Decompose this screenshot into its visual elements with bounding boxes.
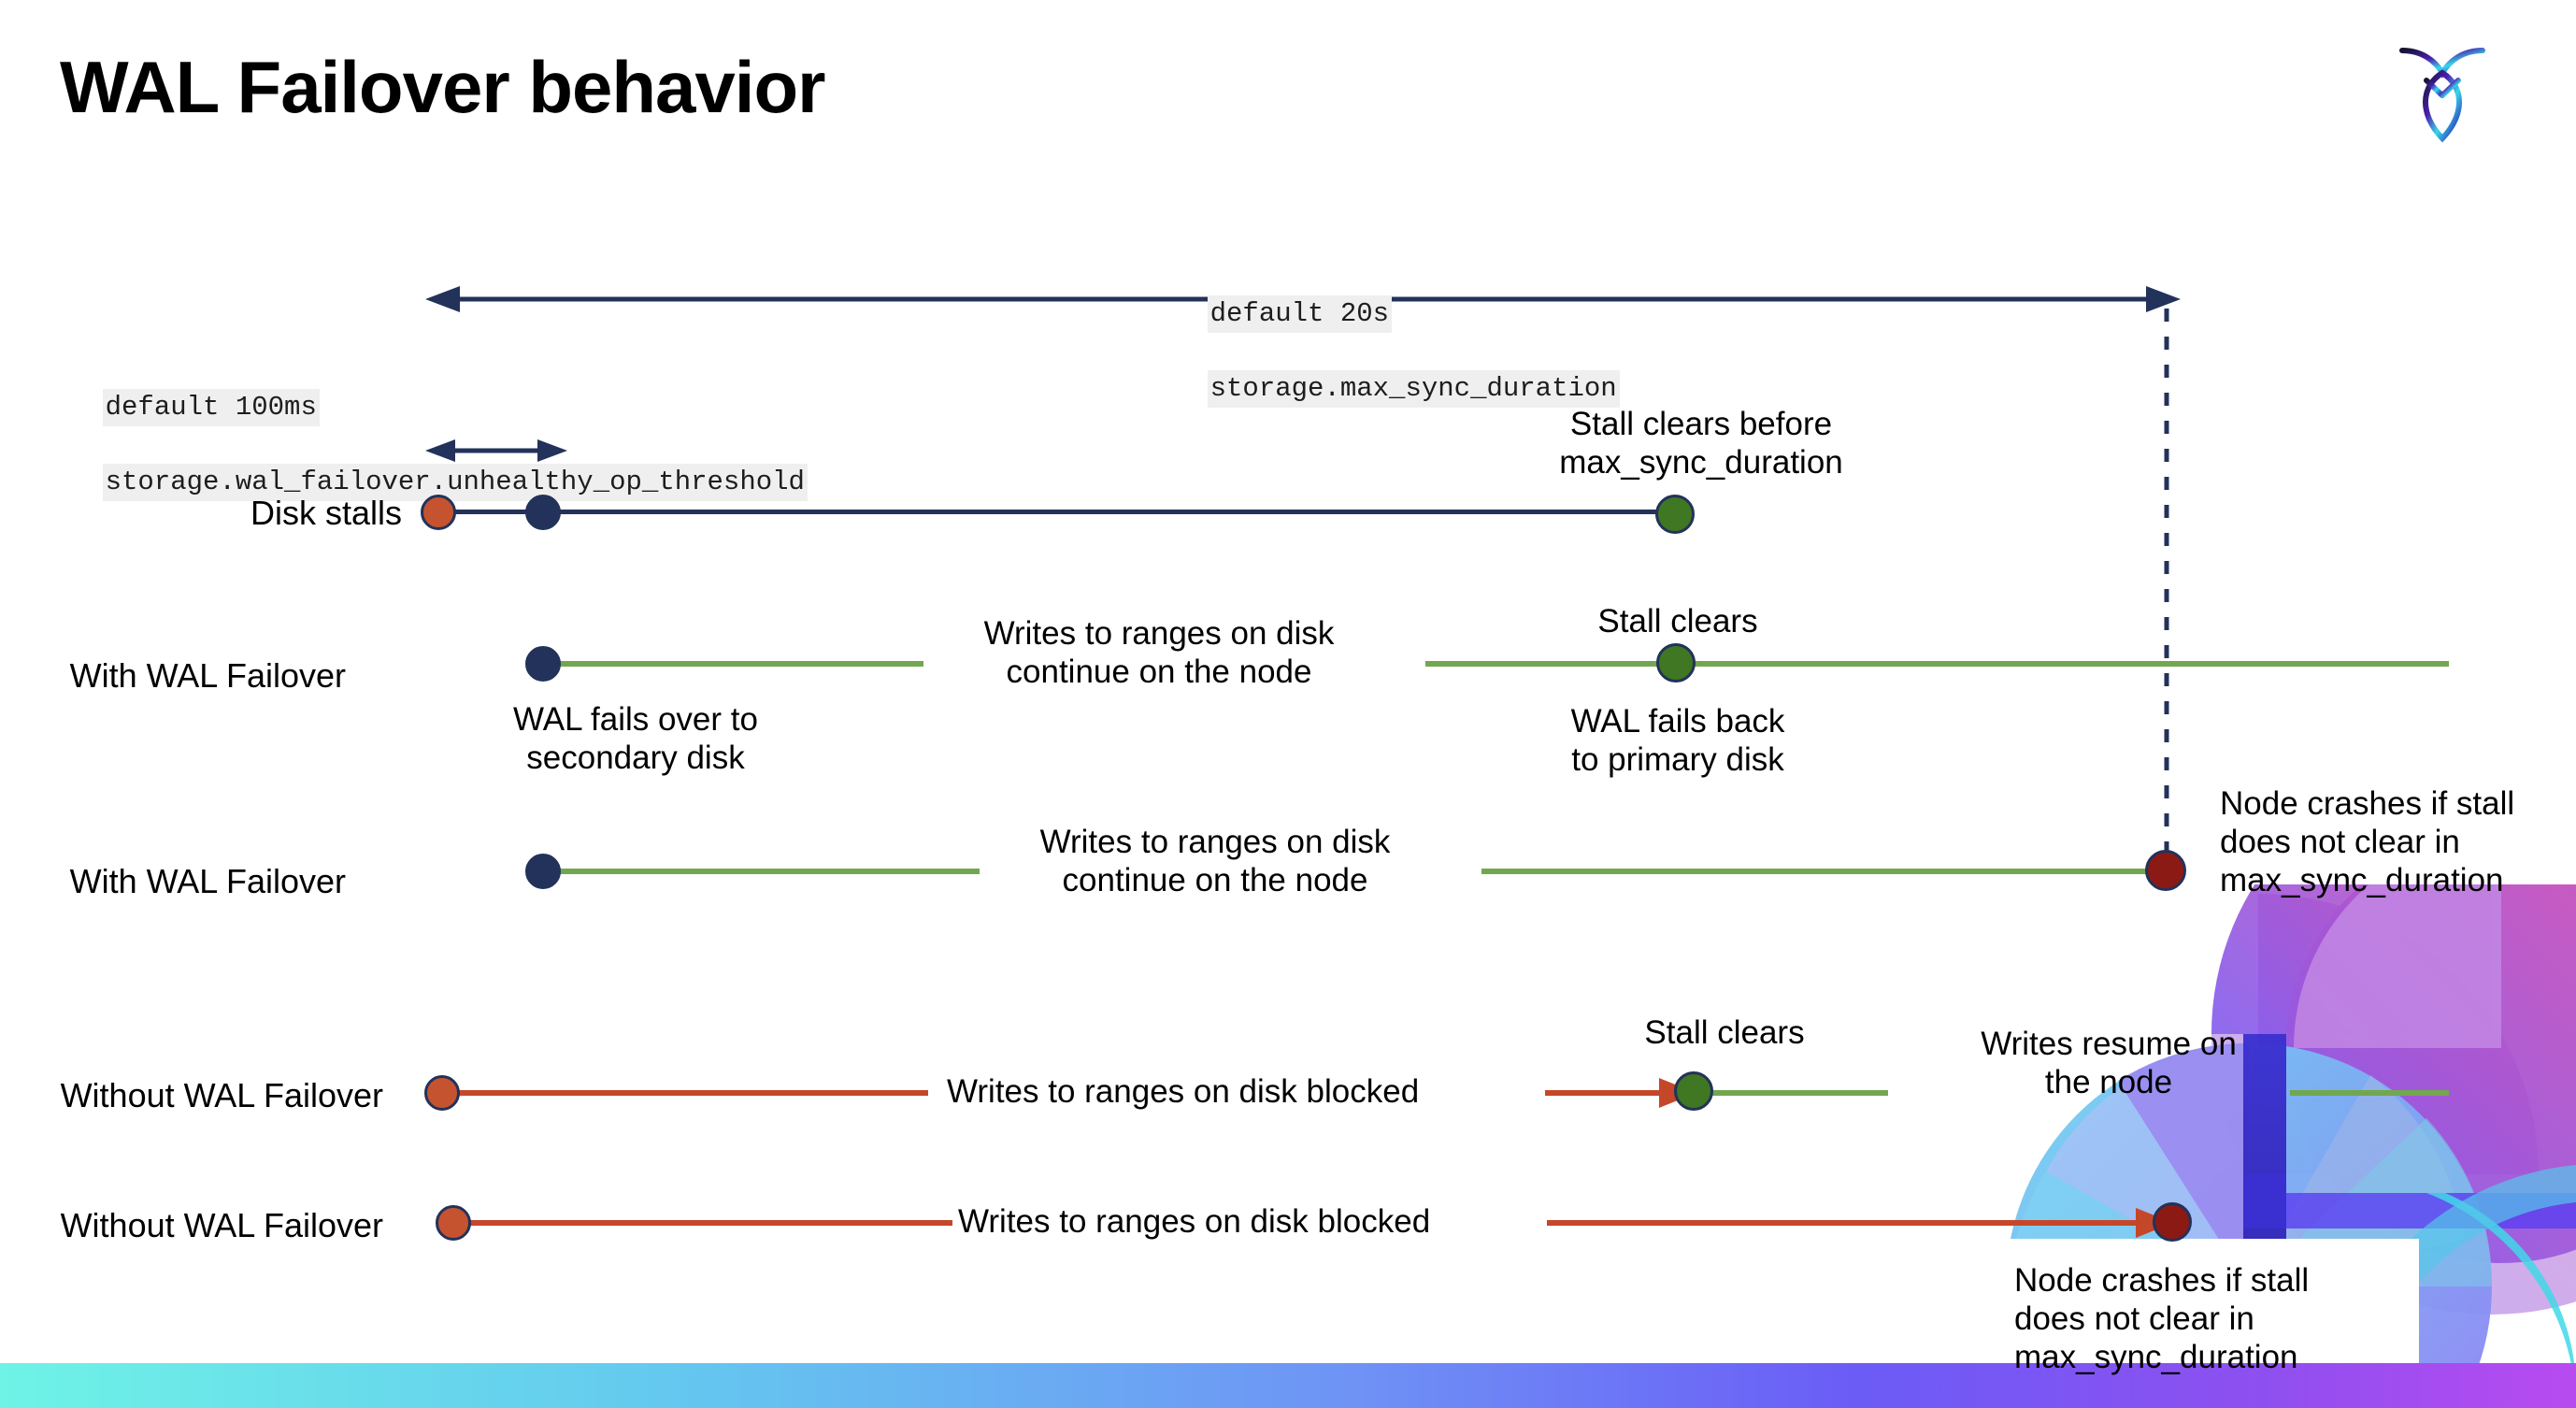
row2-note-writes-continue: Writes to ranges on disk continue on the… <box>983 615 1335 690</box>
row3-failover-dot <box>525 854 561 889</box>
max-sync-duration-setting: default 20s storage.max_sync_duration <box>1142 258 1620 445</box>
row2-note-stall-clears: Stall clears <box>1597 603 1758 639</box>
unhealthy-setting-name: storage.wal_failover.unhealthy_op_thresh… <box>102 464 808 502</box>
row5-red-segment <box>462 1220 952 1226</box>
row4-green-segment <box>1710 1090 1888 1096</box>
row2-note-wal-fails-over: WAL fails over to secondary disk <box>513 701 758 776</box>
row-label-with-wal-failover-2: With WAL Failover <box>69 862 346 900</box>
row4-red-segment-2 <box>1545 1090 1671 1096</box>
row3-green-segment-right <box>1481 869 2168 874</box>
row2-green-segment-left <box>544 661 923 667</box>
row5-stall-start-dot <box>436 1205 471 1241</box>
row3-node-crash-dot <box>2145 850 2186 891</box>
row1-failover-trigger-dot <box>525 495 561 530</box>
row3-note-node-crashes: Node crashes if stall does not clear in … <box>2220 785 2515 898</box>
row2-green-segment-right <box>1425 661 2449 667</box>
row4-green-segment-far-right <box>2290 1090 2449 1096</box>
max-sync-default-label: default 20s <box>1207 295 1393 334</box>
unhealthy-op-threshold-setting: default 100ms storage.wal_failover.unhea… <box>37 352 808 539</box>
bottom-gradient-bar <box>0 1363 2576 1408</box>
row-label-without-wal-failover-2: Without WAL Failover <box>60 1206 383 1244</box>
row1-navy-segment <box>439 510 1675 514</box>
row4-stall-clear-dot <box>1674 1071 1713 1111</box>
row3-note-writes-continue: Writes to ranges on disk continue on the… <box>1039 824 1391 898</box>
row4-red-segment <box>449 1090 928 1096</box>
row5-note-node-crashes: Node crashes if stall does not clear in … <box>2014 1262 2310 1375</box>
row3-green-segment-left <box>544 869 980 874</box>
row4-stall-start-dot <box>424 1075 460 1111</box>
note-backdrop-card <box>1952 1239 2419 1370</box>
row-label-with-wal-failover-1: With WAL Failover <box>69 656 346 695</box>
row5-red-segment-2 <box>1547 1220 2145 1226</box>
row4-note-stall-clears: Stall clears <box>1644 1014 1805 1051</box>
cockroachdb-logo-icon <box>2382 28 2503 159</box>
row2-failover-dot <box>525 646 561 682</box>
row1-note-stall-clears-before: Stall clears before max_sync_duration <box>1559 406 1843 481</box>
row2-stall-clear-dot <box>1656 643 1696 682</box>
row4-note-writes-blocked: Writes to ranges on disk blocked <box>947 1073 1420 1110</box>
max-sync-setting-name: storage.max_sync_duration <box>1207 370 1620 409</box>
row2-note-wal-fails-back: WAL fails back to primary disk <box>1570 703 1785 778</box>
row1-stall-clear-dot <box>1655 495 1695 534</box>
row1-stall-start-dot <box>421 495 456 530</box>
unhealthy-default-label: default 100ms <box>102 389 320 427</box>
row5-node-crash-dot <box>2153 1202 2192 1242</box>
page-title: WAL Failover behavior <box>60 46 825 128</box>
row-label-without-wal-failover-1: Without WAL Failover <box>60 1076 383 1114</box>
row5-note-writes-blocked: Writes to ranges on disk blocked <box>958 1203 1431 1240</box>
row4-note-writes-resume: Writes resume on the node <box>1981 1026 2237 1100</box>
row-label-disk-stalls: Disk stalls <box>250 494 402 532</box>
